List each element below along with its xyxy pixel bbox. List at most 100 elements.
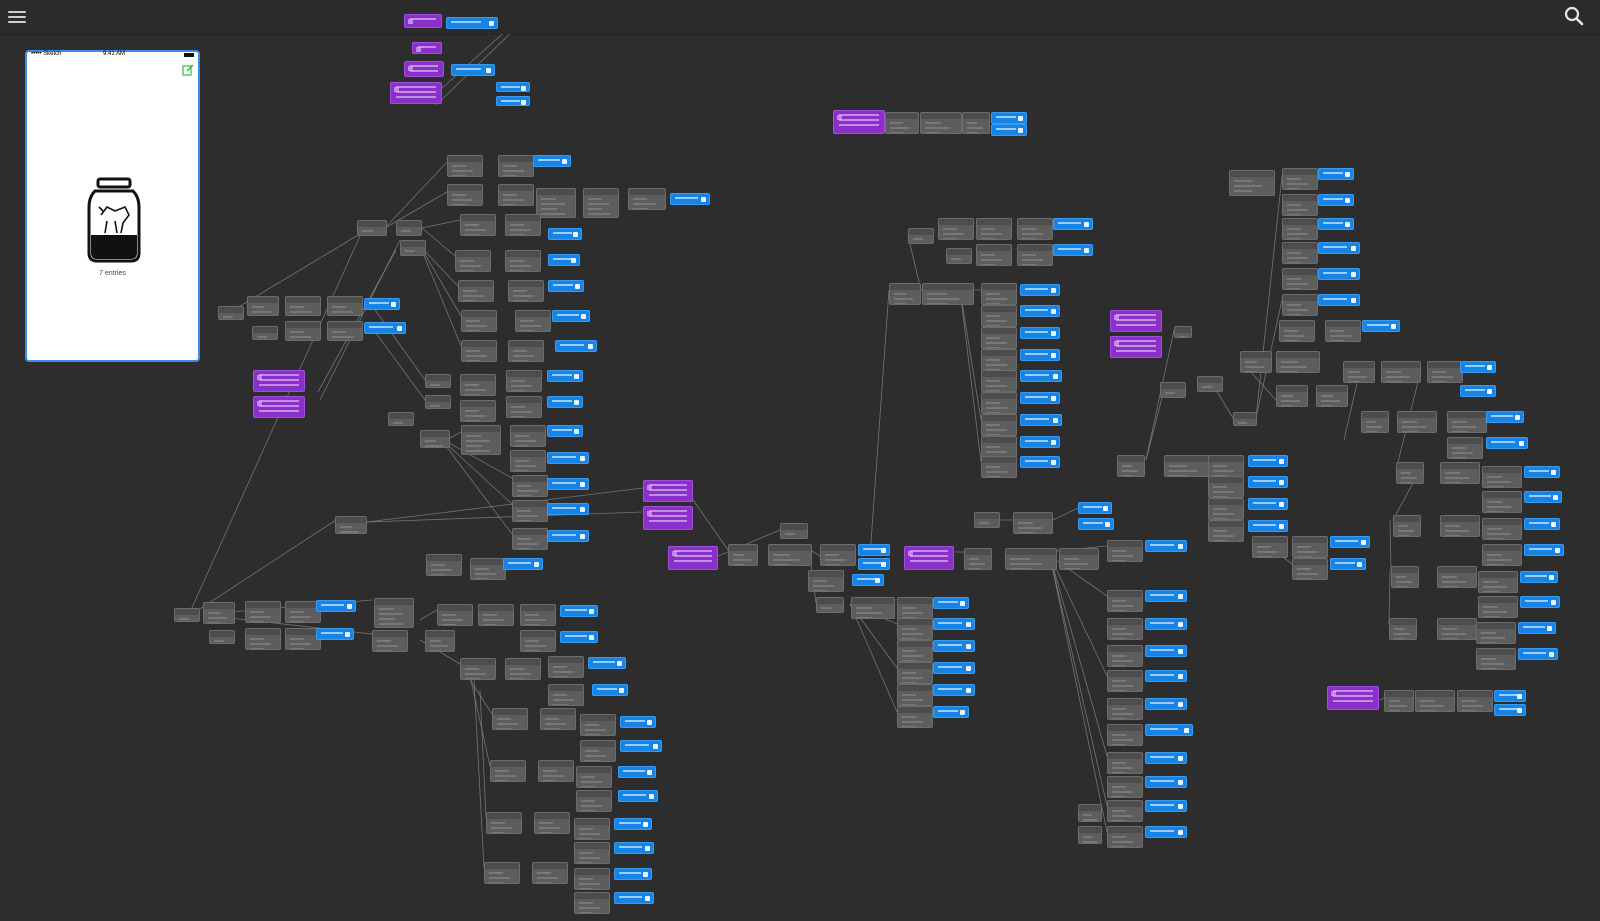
- output-node[interactable]: [1145, 670, 1187, 682]
- patch-node[interactable]: [388, 412, 414, 426]
- patch-node[interactable]: [460, 374, 496, 396]
- output-node[interactable]: [1145, 698, 1187, 710]
- patch-node[interactable]: [1208, 476, 1244, 498]
- output-node[interactable]: [933, 684, 975, 696]
- patch-node[interactable]: [889, 283, 921, 305]
- patch-node[interactable]: [897, 618, 933, 640]
- output-node[interactable]: [933, 597, 969, 609]
- output-node[interactable]: [547, 396, 583, 408]
- output-node[interactable]: [620, 740, 662, 752]
- output-node[interactable]: [1145, 826, 1187, 838]
- patch-node[interactable]: [1208, 520, 1244, 542]
- patch-node[interactable]: [1240, 351, 1272, 373]
- output-node[interactable]: [1020, 327, 1060, 339]
- output-node[interactable]: [614, 842, 654, 854]
- output-node[interactable]: [1020, 436, 1060, 448]
- patch-node[interactable]: [728, 544, 758, 566]
- layer-node[interactable]: [1110, 336, 1162, 358]
- patch-node[interactable]: [1276, 351, 1320, 373]
- output-node[interactable]: [1145, 590, 1187, 602]
- patch-node[interactable]: [1389, 618, 1417, 640]
- output-node[interactable]: [614, 818, 652, 830]
- patch-node[interactable]: [505, 214, 541, 236]
- patch-node[interactable]: [447, 184, 483, 206]
- output-node[interactable]: [1078, 518, 1114, 530]
- patch-node[interactable]: [964, 548, 992, 570]
- patch-node[interactable]: [1476, 648, 1516, 670]
- output-node[interactable]: [547, 452, 589, 464]
- output-node[interactable]: [1524, 544, 1564, 556]
- output-node[interactable]: [1318, 194, 1354, 206]
- output-node[interactable]: [592, 684, 628, 696]
- patch-editor-canvas[interactable]: [0, 14, 1600, 914]
- output-node[interactable]: [1518, 622, 1556, 634]
- output-node[interactable]: [1020, 370, 1062, 382]
- output-node[interactable]: [364, 298, 400, 310]
- output-node[interactable]: [364, 322, 406, 334]
- patch-node[interactable]: [780, 523, 808, 539]
- output-node[interactable]: [1145, 724, 1193, 736]
- patch-node[interactable]: [1233, 412, 1257, 426]
- output-node[interactable]: [548, 280, 584, 292]
- patch-node[interactable]: [512, 475, 548, 497]
- output-node[interactable]: [547, 530, 589, 542]
- patch-node[interactable]: [1381, 361, 1421, 383]
- output-node[interactable]: [614, 868, 652, 880]
- output-node[interactable]: [1318, 268, 1360, 280]
- output-node[interactable]: [620, 716, 656, 728]
- patch-node[interactable]: [1343, 361, 1375, 383]
- patch-node[interactable]: [1325, 320, 1361, 342]
- patch-node[interactable]: [209, 630, 235, 644]
- patch-node[interactable]: [1197, 376, 1223, 392]
- output-node[interactable]: [1145, 618, 1187, 630]
- output-node[interactable]: [614, 892, 654, 904]
- output-node[interactable]: [1518, 648, 1558, 660]
- patch-node[interactable]: [768, 544, 812, 566]
- patch-node[interactable]: [1384, 690, 1414, 712]
- patch-node[interactable]: [1017, 218, 1053, 240]
- patch-node[interactable]: [492, 708, 528, 730]
- output-node[interactable]: [1145, 776, 1187, 788]
- patch-node[interactable]: [425, 395, 451, 409]
- output-node[interactable]: [555, 340, 597, 352]
- layer-node[interactable]: [1110, 310, 1162, 332]
- patch-node[interactable]: [520, 604, 556, 626]
- patch-node[interactable]: [510, 450, 546, 472]
- edit-compose-icon[interactable]: [182, 64, 194, 76]
- patch-node[interactable]: [1391, 566, 1419, 588]
- patch-node[interactable]: [1437, 566, 1477, 588]
- patch-node[interactable]: [252, 326, 278, 340]
- output-node[interactable]: [670, 193, 710, 205]
- patch-node[interactable]: [1059, 548, 1099, 570]
- patch-node[interactable]: [1013, 512, 1053, 534]
- patch-node[interactable]: [455, 250, 491, 272]
- patch-node[interactable]: [1107, 540, 1143, 562]
- patch-node[interactable]: [922, 283, 974, 305]
- layer-node[interactable]: [904, 546, 954, 570]
- patch-node[interactable]: [285, 321, 321, 341]
- patch-node[interactable]: [580, 714, 616, 736]
- patch-node[interactable]: [1482, 466, 1522, 488]
- patch-node[interactable]: [1107, 752, 1143, 774]
- patch-node[interactable]: [536, 188, 576, 218]
- patch-node[interactable]: [574, 892, 610, 914]
- output-node[interactable]: [618, 766, 656, 778]
- output-node[interactable]: [858, 558, 890, 570]
- patch-node[interactable]: [490, 760, 526, 782]
- patch-node[interactable]: [816, 597, 844, 613]
- output-node[interactable]: [1520, 571, 1558, 583]
- layer-node[interactable]: [833, 110, 885, 134]
- patch-node[interactable]: [1078, 826, 1102, 844]
- patch-node[interactable]: [1107, 724, 1143, 746]
- output-node[interactable]: [1248, 455, 1288, 467]
- output-node[interactable]: [1248, 476, 1288, 488]
- output-node[interactable]: [548, 254, 580, 266]
- patch-node[interactable]: [396, 220, 422, 236]
- patch-node[interactable]: [461, 425, 501, 455]
- patch-node[interactable]: [538, 760, 574, 782]
- hamburger-menu-icon[interactable]: [8, 8, 26, 24]
- output-node[interactable]: [547, 425, 583, 437]
- patch-node[interactable]: [1427, 361, 1463, 383]
- output-node[interactable]: [446, 17, 498, 29]
- output-node[interactable]: [547, 478, 589, 490]
